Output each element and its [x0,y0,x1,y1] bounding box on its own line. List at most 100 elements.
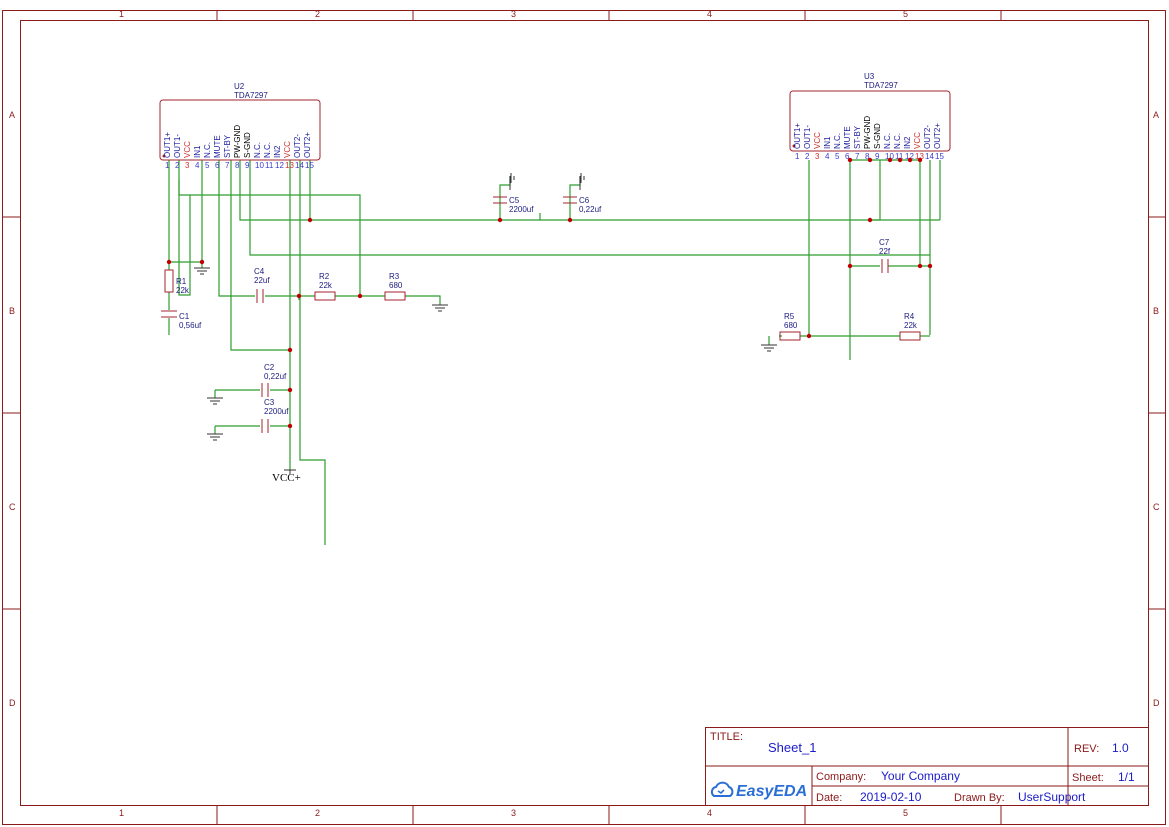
zone-row-label: D [1153,698,1160,708]
pin-name: S-GND [243,132,252,158]
pin-number: 12 [905,152,914,161]
u3-pins: 1OUT1+2OUT1-3VCC4IN15N.C.6MUTE7ST-BY8PW-… [793,116,944,161]
capacitor-c7[interactable]: C7 22f [879,238,891,273]
wires [168,159,941,545]
pin-number: 7 [225,161,230,170]
c3-ref: C3 [264,398,275,407]
zone-row-label: B [1153,306,1159,316]
pin-number: 14 [295,161,304,170]
capacitor-c6[interactable]: C6 0,22uf [563,196,602,214]
pin-name: IN2 [273,145,282,158]
resistor-r5[interactable]: R5 680 [779,312,801,341]
pin-name: OUT1+ [793,123,802,149]
zone-column-label: 4 [707,808,712,818]
ground-icon [579,173,585,190]
vcc-power-port[interactable]: VCC+ [272,469,301,484]
title-block: TITLE: Sheet_1 REV: 1.0 Company: Your Co… [705,727,1149,806]
zone-column-label: 2 [315,808,320,818]
title-label: TITLE: [710,731,743,743]
resistor-r2[interactable]: R2 22k [314,272,336,301]
zone-row-label: D [9,698,16,708]
logo-text: EasyEDA [736,783,807,800]
capacitor-c4[interactable]: C4 22uf [254,267,270,303]
pin-name: OUT1+ [163,132,172,158]
outer-frame [2,10,1166,825]
capacitor-c1[interactable]: C1 0,56uf [161,310,202,330]
zone-column-label: 5 [903,9,908,19]
ground-icon [207,433,223,441]
zone-ticks [2,10,1166,825]
resistor-r3[interactable]: R3 680 [384,272,406,301]
zone-column-label: 3 [511,808,516,818]
pin-name: N.C. [253,142,262,158]
c4-ref: C4 [254,267,265,276]
pin-name: VCC [813,132,822,149]
zone-row-label: B [9,306,15,316]
pin-name: N.C. [263,142,272,158]
inner-frame [20,20,1149,806]
sheet-label: Sheet: [1072,772,1104,784]
pin-name: S-GND [873,123,882,149]
c7-ref: C7 [879,238,890,247]
resistor-r1[interactable]: R1 22k [164,269,190,295]
capacitor-c3[interactable]: C3 2200uf [261,398,289,433]
vcc-label: VCC+ [272,472,301,484]
pin-number: 11 [895,152,904,161]
pin-number: 7 [855,152,860,161]
c6-ref: C6 [579,196,590,205]
u3-ref: U3 [864,72,875,81]
pin-name: OUT2+ [933,123,942,149]
pin-number: 9 [245,161,250,170]
pin-name: MUTE [213,135,222,158]
sheet-value: 1/1 [1118,770,1135,784]
u3-tda7297[interactable]: U3 TDA7297 1OUT1+2OUT1-3VCC4IN15N.C.6MUT… [789,72,951,161]
ground-icon [432,304,448,312]
zone-column-label: 1 [119,9,124,19]
r5-value: 680 [784,321,798,330]
resistor-r4[interactable]: R4 22k [899,312,921,341]
capacitor-c5[interactable]: C5 2200uf [493,196,534,214]
pin-number: 1 [165,161,170,170]
c5-value: 2200uf [509,205,534,214]
r3-value: 680 [389,281,403,290]
zone-column-label: 5 [903,808,908,818]
company-value: Your Company [881,769,960,783]
pin-number: 10 [885,152,894,161]
c2-ref: C2 [264,363,275,372]
pin-name: MUTE [843,126,852,149]
pin-number: 10 [255,161,264,170]
pin-name: OUT2+ [303,132,312,158]
pin-name: VCC [913,132,922,149]
r4-ref: R4 [904,312,915,321]
junctions [166,157,933,429]
date-value: 2019-02-10 [860,790,922,804]
r1-ref: R1 [176,277,187,286]
pin-name: N.C. [893,133,902,149]
pin-name: N.C. [203,142,212,158]
pin-name: N.C. [883,133,892,149]
cloud-icon [710,781,734,797]
zone-column-label: 2 [315,9,320,19]
zone-column-label: 1 [119,808,124,818]
u2-value: TDA7297 [234,91,268,100]
c1-ref: C1 [179,312,190,321]
zone-column-label: 4 [707,9,712,19]
pin-name: OUT1- [803,125,812,149]
pin-name: ST-BY [853,125,862,149]
c3-value: 2200uf [264,407,289,416]
zone-row-label: C [1153,502,1160,512]
c2-value: 0,22uf [264,372,287,381]
ground-icon [761,344,777,352]
capacitor-c2[interactable]: C2 0,22uf [261,363,287,397]
pin-number: 4 [825,152,830,161]
zone-row-label: C [9,502,16,512]
pin-number: 1 [795,152,800,161]
pin-number: 6 [215,161,220,170]
rev-value: 1.0 [1112,741,1129,755]
ground-symbols [194,173,777,441]
u2-tda7297[interactable]: U2 TDA7297 1OUT1+2OUT1-3VCC4IN15N.C.6MUT… [159,82,321,170]
ground-icon [207,397,223,405]
pin-name: OUT2- [293,134,302,158]
r3-ref: R3 [389,272,400,281]
